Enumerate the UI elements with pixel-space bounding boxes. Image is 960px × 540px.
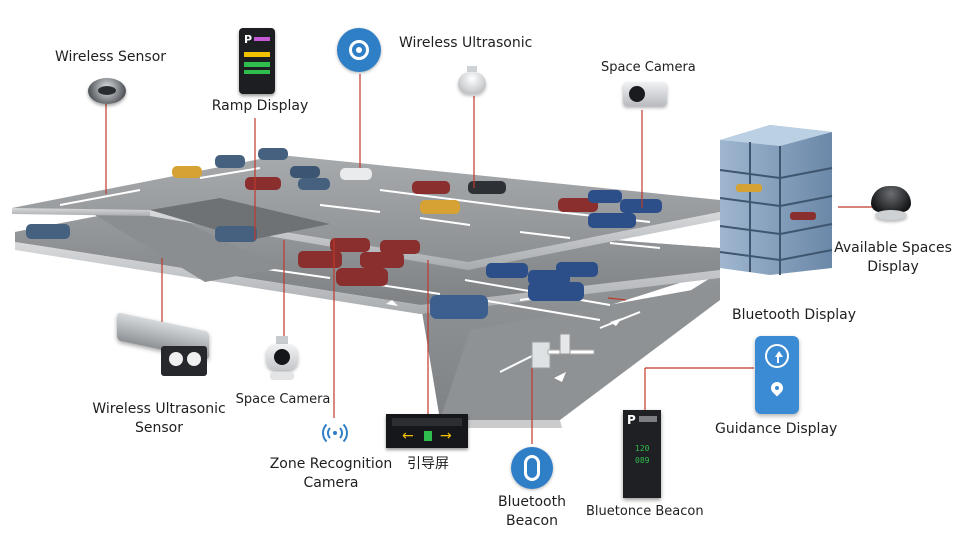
label-bluetooth-beacon: Bluetooth Beacon [498,494,566,529]
wifi-signal-icon [322,420,348,446]
guide-left-arrow: ← [402,428,414,444]
ramp-display-letter: P [244,33,253,46]
lower-level-cars [26,224,598,319]
parking-tower [719,125,833,275]
mushroom-sensor-icon [869,186,913,226]
led-guide-screen-icon: ← → [386,414,468,448]
label-bluetooth-display: Bluetooth Display [732,307,857,323]
upper-level-cars [172,148,662,228]
label-guide-screen: 引导屏 [407,456,449,472]
label-space-camera-top: Space Camera [601,60,696,75]
label-wireless-ultrasonic-top: Wireless Ultrasonic [399,35,533,51]
ramp [95,207,280,282]
lower-arrows [386,300,622,382]
kiosk-row2: 089 [635,456,650,465]
kiosk-row1: 120 [635,444,650,453]
phone-guidance-icon [755,336,799,414]
kiosk-display-icon: P 120 089 [623,410,661,498]
bluetooth-beacon-circle-icon [511,447,553,489]
label-wireless-sensor: Wireless Sensor [55,49,167,65]
label-ramp-display: Ramp Display [211,98,309,114]
label-available-spaces-display: Available Spaces Display [834,240,952,275]
bullet-camera-icon [117,312,209,382]
upper-level-edge [150,210,720,270]
label-bluetonce-beacon: Bluetonce Beacon [586,504,704,519]
kiosk-letter: P [627,413,636,427]
callout-lines [105,74,878,444]
label-zone-recognition-camera: Zone Recognition Camera [269,456,393,491]
puck-sensor-icon [88,78,126,104]
bluetooth-circle-icon [337,28,381,72]
guide-right-arrow: → [440,428,452,444]
label-guidance-display: Guidance Display [715,421,838,437]
box-camera-icon [623,80,667,110]
barrier-gate [531,333,595,369]
level-opening [150,198,330,240]
ultrasonic-dome-icon [456,66,488,96]
ramp-display-icon: P [239,28,275,94]
upper-lane-markings [59,167,661,249]
label-space-camera-bottom: Space Camera [235,392,331,407]
dome-camera-icon [264,336,300,382]
label-wireless-ultrasonic-sensor: Wireless Ultrasonic Sensor [92,401,226,436]
